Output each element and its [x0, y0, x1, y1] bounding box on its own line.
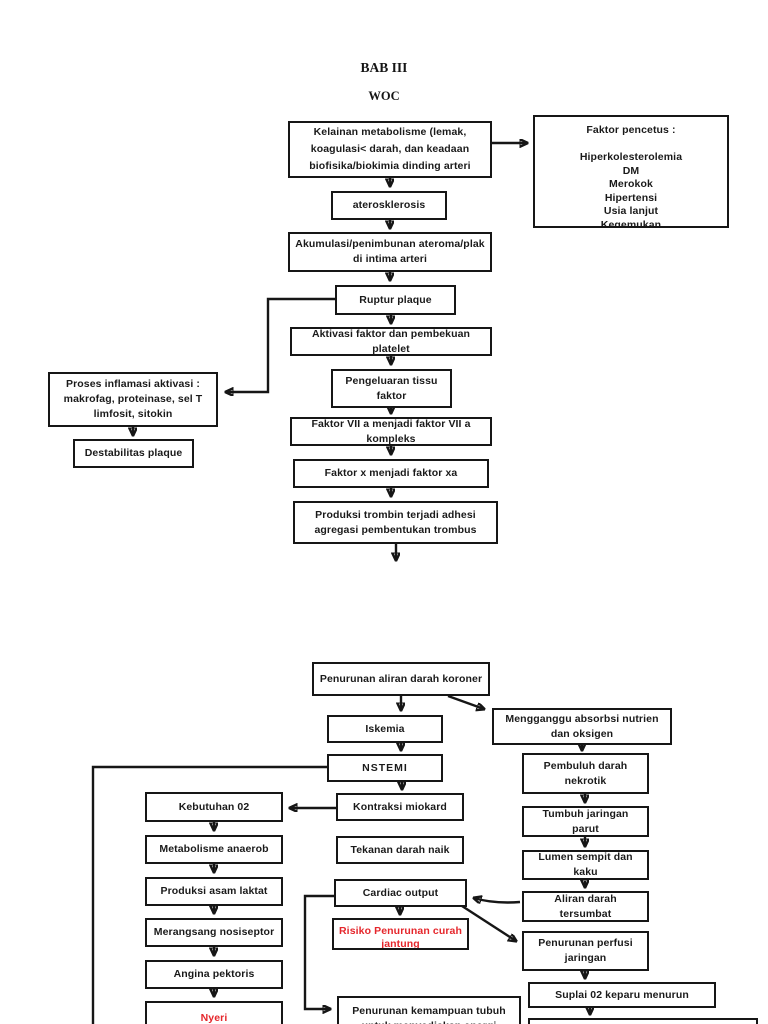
node-proses-inflamasi: Proses inflamasi aktivasi : makrofag, pr… — [48, 372, 218, 427]
node-penurunan-energi: Penurunan kemampuan tubuh untuk menyedia… — [337, 996, 521, 1024]
node-faktor-x: Faktor x menjadi faktor xa — [293, 459, 489, 488]
node-destabilitas-plaque: Destabilitas plaque — [73, 439, 194, 468]
node-produksi-trombin: Produksi trombin terjadi adhesi agregasi… — [293, 501, 498, 544]
faktor-pencetus-item: Usia lanjut — [603, 205, 659, 217]
node-penurunan-aliran-koroner: Penurunan aliran darah koroner — [312, 662, 490, 696]
faktor-pencetus-item: Hipertensi — [604, 191, 658, 204]
node-angina-pektoris: Angina pektoris — [145, 960, 283, 989]
faktor-pencetus-item: Kegemukan — [600, 218, 662, 228]
node-risiko-curah-jantung: Risiko Penurunan curah jantung — [332, 918, 469, 950]
faktor-pencetus-item: Merokok — [609, 178, 653, 190]
node-faktor-vii: Faktor VII a menjadi faktor VII a komple… — [290, 417, 492, 446]
faktor-pencetus-item: Hiperkolesterolemia — [579, 151, 683, 163]
node-cardiac-output: Cardiac output — [334, 879, 467, 907]
node-kebutuhan-o2: Kebutuhan 02 — [145, 792, 283, 822]
node-lumen-sempit: Lumen sempit dan kaku — [522, 850, 649, 880]
node-aktivasi-faktor: Aktivasi faktor dan pembekuan platelet — [290, 327, 492, 356]
node-akumulasi-ateroma: Akumulasi/penimbunan ateroma/plak di int… — [288, 232, 492, 272]
node-kontraksi-miokard: Kontraksi miokard — [336, 793, 464, 821]
node-tekanan-darah-naik: Tekanan darah naik — [336, 836, 464, 864]
page-subtitle: WOC — [368, 89, 400, 103]
node-iskemia: Iskemia — [327, 715, 443, 743]
node-aliran-tersumbat: Aliran darah tersumbat — [522, 891, 649, 922]
node-produksi-asam-laktat: Produksi asam laktat — [145, 877, 283, 906]
node-metabolisme-anaerob: Metabolisme anaerob — [145, 835, 283, 864]
node-mengganggu-absorbsi: Mengganggu absorbsi nutrien dan oksigen — [492, 708, 672, 745]
node-faktor-pencetus: Faktor pencetus : Hiperkolesterolemia DM… — [533, 115, 729, 228]
node-penurunan-perfusi: Penurunan perfusi jaringan — [522, 931, 649, 971]
node-pembuluh-nekrotik: Pembuluh darah nekrotik — [522, 753, 649, 794]
node-nyeri: Nyeri — [145, 1001, 283, 1024]
node-tumbuh-jaringan-parut: Tumbuh jaringan parut — [522, 806, 649, 837]
faktor-pencetus-title: Faktor pencetus : — [586, 124, 676, 136]
chapter-title: BAB III — [360, 60, 408, 75]
node-nstemi: NSTEMI — [327, 754, 443, 782]
node-bottom-cutoff — [528, 1018, 758, 1024]
node-kelainan-metabolisme: Kelainan metabolisme (lemak, koagulasi< … — [288, 121, 492, 178]
node-merangsang-nosiseptor: Merangsang nosiseptor — [145, 918, 283, 947]
faktor-pencetus-item: DM — [622, 164, 640, 177]
risiko-line1: Risiko Penurunan curah — [339, 925, 462, 937]
node-suplai-o2-paru: Suplai 02 keparu menurun — [528, 982, 716, 1008]
node-aterosklerosis: aterosklerosis — [331, 191, 447, 220]
node-pengeluaran-tissu: Pengeluaran tissu faktor — [331, 369, 452, 408]
node-ruptur-plaque: Ruptur plaque — [335, 285, 456, 315]
risiko-line2: jantung — [381, 938, 420, 950]
